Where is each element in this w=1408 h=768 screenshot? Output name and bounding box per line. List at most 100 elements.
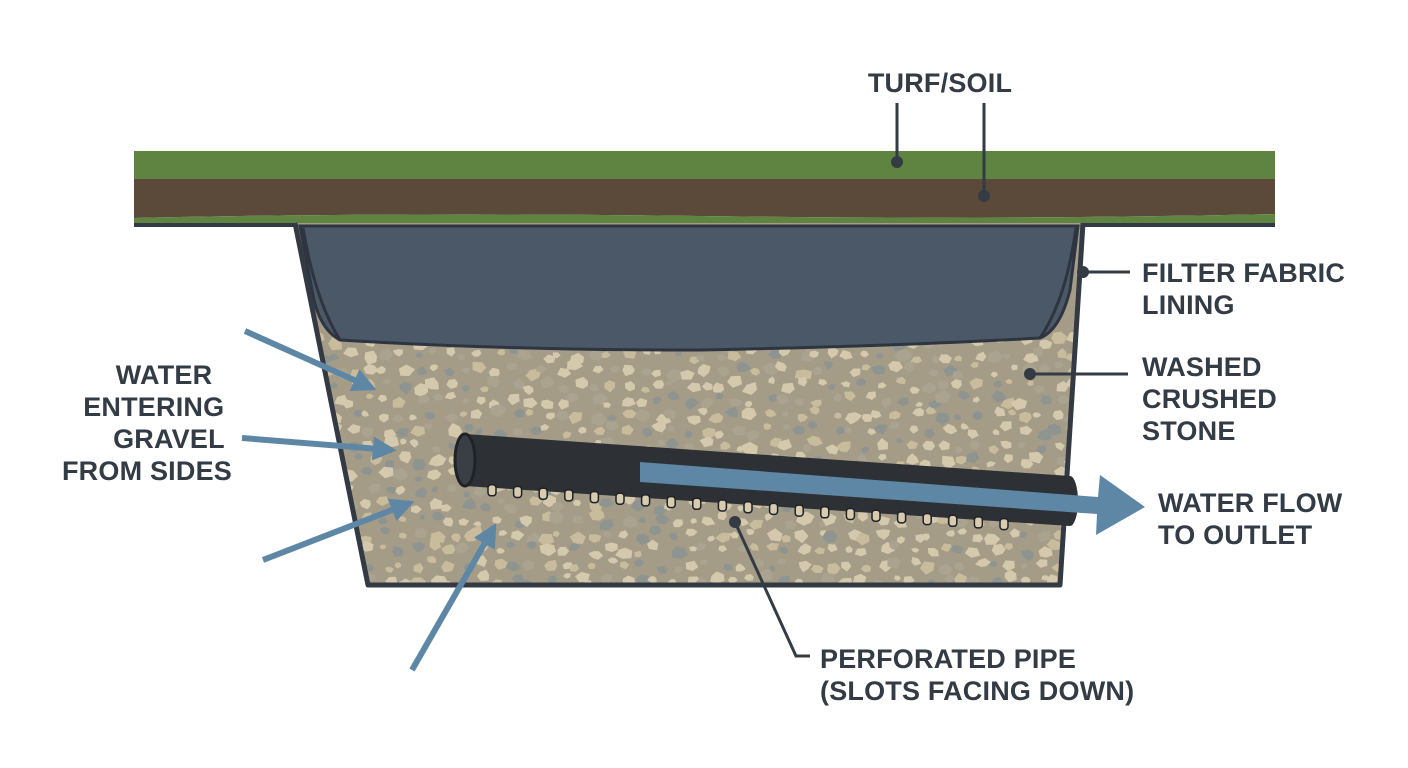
gravel-stone — [925, 406, 937, 415]
gravel-stone — [1054, 361, 1064, 369]
gravel-stone — [378, 466, 394, 479]
gravel-stone — [785, 520, 797, 530]
gravel-stone — [794, 398, 804, 407]
pipe-slot — [564, 489, 574, 502]
gravel-stone — [443, 413, 458, 423]
water-inflow-arrow-3 — [261, 498, 415, 563]
gravel-stone — [1067, 563, 1082, 575]
gravel-stone — [934, 390, 952, 403]
gravel-stone — [835, 426, 845, 435]
gravel-stone — [1082, 483, 1083, 495]
gravel-stone — [592, 365, 604, 374]
gravel-stone — [823, 360, 833, 370]
gravel-stone — [1086, 385, 1098, 395]
gravel-stone — [888, 361, 903, 373]
gravel-stone — [967, 429, 979, 439]
gravel-stone — [911, 556, 922, 566]
gravel-stone — [774, 361, 787, 372]
gravel-stone — [938, 440, 950, 451]
gravel-stone — [827, 544, 838, 553]
gravel-stone — [342, 399, 354, 409]
soil-layer — [134, 179, 1275, 218]
gravel-stone — [507, 393, 520, 406]
gravel-stone — [558, 399, 569, 410]
gravel-stone — [332, 547, 349, 560]
gravel-stone — [810, 564, 824, 573]
gravel-stone — [1057, 395, 1070, 404]
gravel-stone — [690, 518, 697, 525]
gravel-stone — [720, 441, 731, 450]
gravel-stone — [821, 573, 836, 585]
gravel-stone — [889, 540, 900, 550]
gravel-stone — [427, 556, 437, 564]
pipe-slot — [692, 497, 702, 511]
gravel-stone — [802, 444, 813, 453]
gravel-stone — [392, 546, 404, 557]
gravel-stone — [1046, 423, 1062, 436]
gravel-stone — [972, 534, 984, 543]
gravel-stone — [498, 529, 508, 536]
gravel-stone — [562, 431, 572, 439]
gravel-stone — [1000, 397, 1016, 410]
gravel-stone — [395, 428, 410, 438]
gravel-stone — [664, 380, 673, 386]
gravel-stone — [768, 394, 779, 403]
gravel-stone — [738, 545, 747, 553]
gravel-stone — [869, 410, 882, 419]
gravel-stone — [992, 428, 1000, 436]
gravel-stone — [1020, 563, 1028, 569]
gravel-stone — [861, 413, 873, 422]
gravel-stone — [964, 547, 981, 558]
gravel-stone — [569, 542, 581, 551]
gravel-stone — [1020, 576, 1031, 584]
gravel-stone — [909, 386, 920, 394]
gravel-stone — [777, 558, 786, 565]
gravel-stone — [911, 547, 920, 553]
gravel-stone — [571, 515, 584, 524]
gravel-stone — [731, 425, 746, 436]
gravel-stone — [461, 384, 470, 392]
gravel-stone — [647, 576, 657, 583]
gravel-stone — [781, 534, 791, 543]
gravel-stone — [867, 428, 877, 436]
gravel-stone — [366, 393, 374, 399]
gravel-stone — [315, 557, 325, 565]
water-inflow-arrow-1 — [243, 328, 377, 392]
gravel-stone — [1033, 346, 1044, 357]
gravel-stone — [382, 378, 392, 385]
gravel-stone — [737, 505, 744, 512]
labels: TURF/SOIL FILTER FABRIC LINING WASHED CR… — [62, 68, 1345, 706]
turf-soil-label: TURF/SOIL — [868, 68, 1012, 98]
gravel-stone — [727, 351, 742, 362]
gravel-stone — [523, 397, 538, 409]
gravel-stone — [656, 565, 668, 575]
gravel-stone — [587, 562, 596, 570]
gravel-stone — [856, 454, 867, 463]
gravel-stone — [412, 542, 426, 553]
gravel-stone — [878, 382, 887, 389]
gravel-stone — [504, 503, 517, 514]
gravel-stone — [413, 562, 424, 574]
gravel-stone — [557, 367, 572, 378]
gravel-stone — [512, 428, 524, 437]
gravel-stone — [906, 453, 920, 465]
pipe-slot — [820, 506, 830, 519]
gravel-stone — [379, 544, 386, 550]
gravel-stone — [624, 495, 636, 505]
gravel-stone — [697, 364, 711, 378]
gravel-stone — [328, 353, 339, 361]
gravel-stone — [311, 517, 326, 529]
gravel-stone — [984, 533, 1001, 545]
gravel-stone — [672, 519, 684, 528]
gravel-stone — [953, 414, 962, 421]
gravel-stone — [320, 471, 334, 484]
gravel-stone — [1087, 444, 1099, 455]
gravel-stone — [735, 563, 746, 572]
gravel-stone — [603, 402, 611, 408]
gravel-stone — [440, 504, 452, 512]
gravel-stone — [1046, 574, 1058, 585]
pipe-slot — [717, 499, 728, 512]
pipe-slot — [640, 494, 651, 507]
gravel-stone — [969, 439, 981, 450]
